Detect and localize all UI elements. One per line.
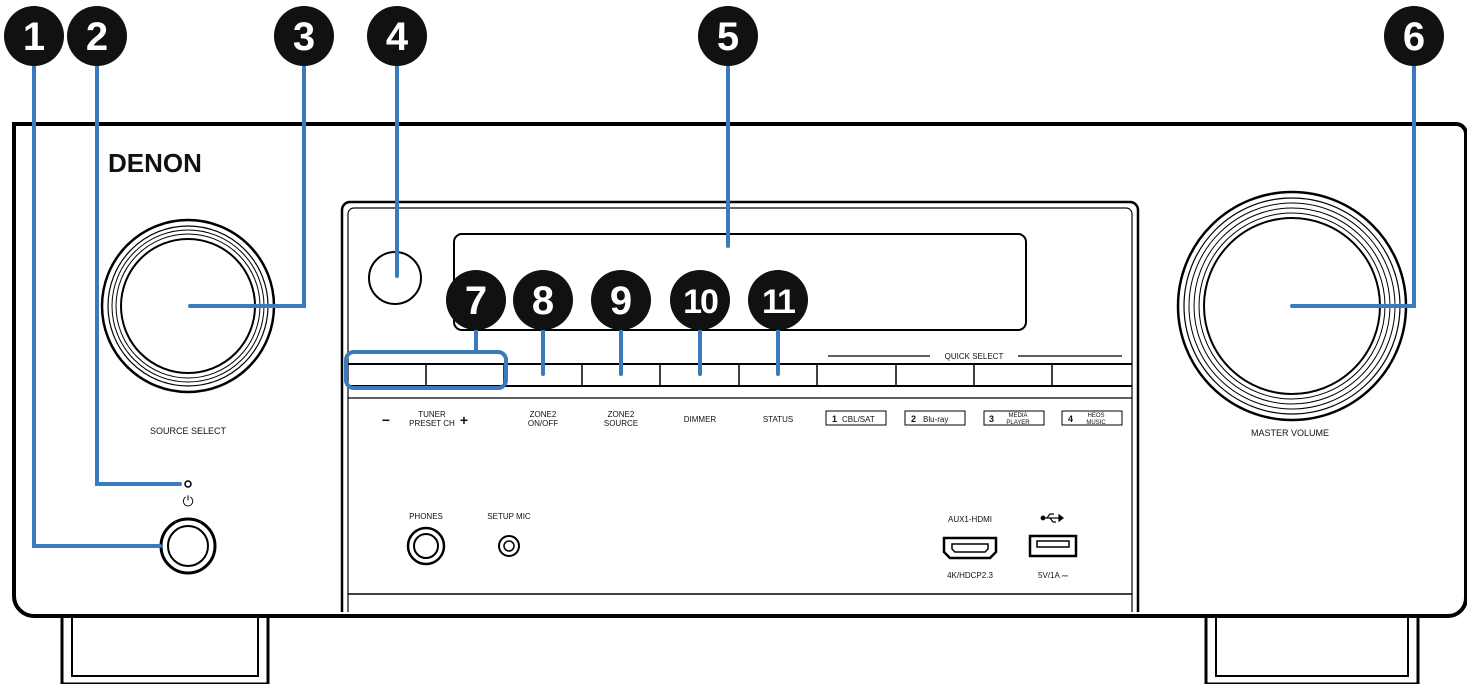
svg-text:6: 6 (1403, 15, 1425, 59)
quick-select-3-label: 3 MEDIA PLAYER (983, 410, 1045, 426)
setup-mic-label: SETUP MIC (487, 512, 531, 521)
tuner-label-line1: TUNER (418, 410, 446, 419)
chassis-outline (12, 122, 1467, 618)
tuner-highlight-box (344, 350, 508, 390)
svg-text:HEOS: HEOS (1087, 413, 1104, 419)
svg-text:7: 7 (465, 279, 487, 323)
power-symbol-icon: ⏻ (182, 493, 193, 509)
svg-text:PLAYER: PLAYER (1006, 420, 1030, 426)
callout-badge-7: 7 (446, 270, 506, 330)
callout-badge-6: 6 (1384, 6, 1444, 66)
zone2-onoff-label-line2: ON/OFF (528, 419, 558, 428)
hdcp-label: 4K/HDCP2.3 (947, 571, 993, 580)
leader-6 (1290, 38, 1416, 308)
quick-select-4-label: 4 HEOS MUSIC (1061, 410, 1123, 426)
leader-2 (95, 38, 182, 486)
setup-mic-jack[interactable] (498, 535, 520, 557)
right-foot (1204, 616, 1420, 684)
svg-text:3: 3 (989, 414, 994, 424)
quick-select-header: QUICK SELECT (945, 352, 1004, 361)
standby-led (184, 480, 192, 488)
center-panel (340, 200, 1140, 612)
leader-1 (32, 38, 162, 548)
master-volume-label: MASTER VOLUME (1251, 428, 1329, 438)
quick-select-3-button[interactable] (974, 364, 1052, 386)
brand-logo: DENON (108, 148, 202, 178)
callout-badge-5: 5 (698, 6, 758, 66)
hdmi-port[interactable] (942, 536, 998, 560)
dimmer-label: DIMMER (684, 415, 717, 424)
callout-badge-2: 2 (67, 6, 127, 66)
status-label: STATUS (763, 415, 793, 424)
usb-port[interactable] (1028, 534, 1078, 558)
svg-text:1: 1 (832, 414, 837, 424)
phones-jack[interactable] (406, 526, 446, 566)
phones-label: PHONES (409, 512, 443, 521)
quick-select-1-label: 1 CBL/SAT (825, 410, 887, 426)
svg-text:CBL/SAT: CBL/SAT (842, 415, 875, 424)
callout-badge-8: 8 (513, 270, 573, 330)
callout-leaders (32, 38, 1416, 548)
callout-badge-1: 1 (4, 6, 64, 66)
quick-select-2-label: 2 Blu-ray (904, 410, 966, 426)
aux-hdmi-label: AUX1-HDMI (948, 515, 992, 524)
quick-select-4-button[interactable] (1052, 364, 1132, 386)
callout-badge-4: 4 (367, 6, 427, 66)
callout-badge-9: 9 (591, 270, 651, 330)
source-select-label: SOURCE SELECT (150, 426, 227, 436)
svg-text:4: 4 (1068, 414, 1073, 424)
svg-text:11: 11 (762, 283, 795, 321)
tuner-preset-minus-button[interactable] (348, 364, 426, 386)
usb-icon (1040, 513, 1064, 523)
left-foot (60, 616, 270, 684)
usb-rating-label: 5V/1A ⎓ (1038, 571, 1069, 580)
tuner-preset-plus-button[interactable] (426, 364, 504, 386)
svg-text:1: 1 (23, 15, 45, 59)
svg-text:3: 3 (293, 15, 315, 59)
svg-text:10: 10 (683, 283, 718, 321)
svg-text:5: 5 (717, 15, 739, 59)
svg-text:2: 2 (86, 15, 108, 59)
tuner-label-line2: PRESET CH (409, 419, 455, 428)
svg-text:Blu-ray: Blu-ray (923, 415, 948, 424)
quick-select-2-button[interactable] (896, 364, 974, 386)
svg-text:MUSIC: MUSIC (1086, 420, 1106, 426)
zone2-onoff-label-line1: ZONE2 (530, 410, 557, 419)
plus-label: + (460, 412, 468, 428)
zone2-source-label-line2: SOURCE (604, 419, 638, 428)
svg-text:4: 4 (386, 15, 409, 59)
svg-text:MEDIA: MEDIA (1008, 413, 1027, 419)
svg-text:8: 8 (532, 279, 554, 323)
callout-badge-11: 11 (748, 270, 808, 330)
quick-select-1-button[interactable] (817, 364, 896, 386)
minus-label: − (382, 412, 390, 428)
button-dividers (425, 364, 1053, 386)
callout-badge-10: 10 (670, 270, 730, 330)
svg-text:2: 2 (911, 414, 916, 424)
svg-text:9: 9 (610, 279, 632, 323)
power-button[interactable] (159, 517, 217, 575)
zone2-source-label-line1: ZONE2 (608, 410, 635, 419)
leader-3 (188, 38, 306, 308)
callout-badge-3: 3 (274, 6, 334, 66)
